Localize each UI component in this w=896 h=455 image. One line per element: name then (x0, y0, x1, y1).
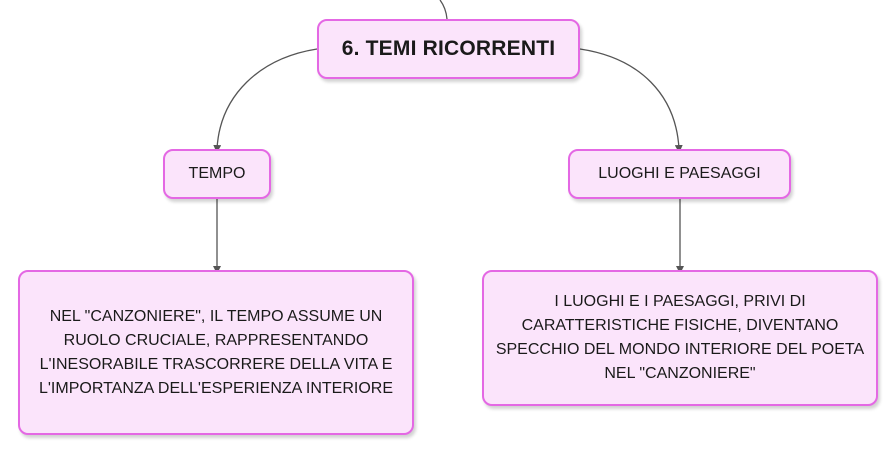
topic-node-luoghi-label: LUOGHI E PAESAGGI (598, 165, 761, 182)
connector-root-to-luoghi (579, 48, 683, 153)
root-node[interactable]: 6. TEMI RICORRENTI (317, 19, 580, 79)
description-tempo-text: NEL "CANZONIERE", IL TEMPO ASSUME UN RUO… (38, 307, 394, 397)
description-luoghi-text: I LUOGHI E I PAESAGGI, PRIVI DI CARATTER… (495, 293, 865, 382)
connector-root-to-tempo (213, 48, 318, 153)
description-node-tempo[interactable]: NEL "CANZONIERE", IL TEMPO ASSUME UN RUO… (18, 270, 414, 435)
connector-parent-to-root (439, 0, 448, 20)
topic-node-tempo[interactable]: TEMPO (163, 149, 271, 199)
description-node-luoghi[interactable]: I LUOGHI E I PAESAGGI, PRIVI DI CARATTER… (482, 270, 878, 406)
topic-node-tempo-label: TEMPO (188, 165, 246, 182)
topic-node-luoghi-e-paesaggi[interactable]: LUOGHI E PAESAGGI (568, 149, 791, 199)
root-node-label: 6. TEMI RICORRENTI (341, 37, 556, 60)
